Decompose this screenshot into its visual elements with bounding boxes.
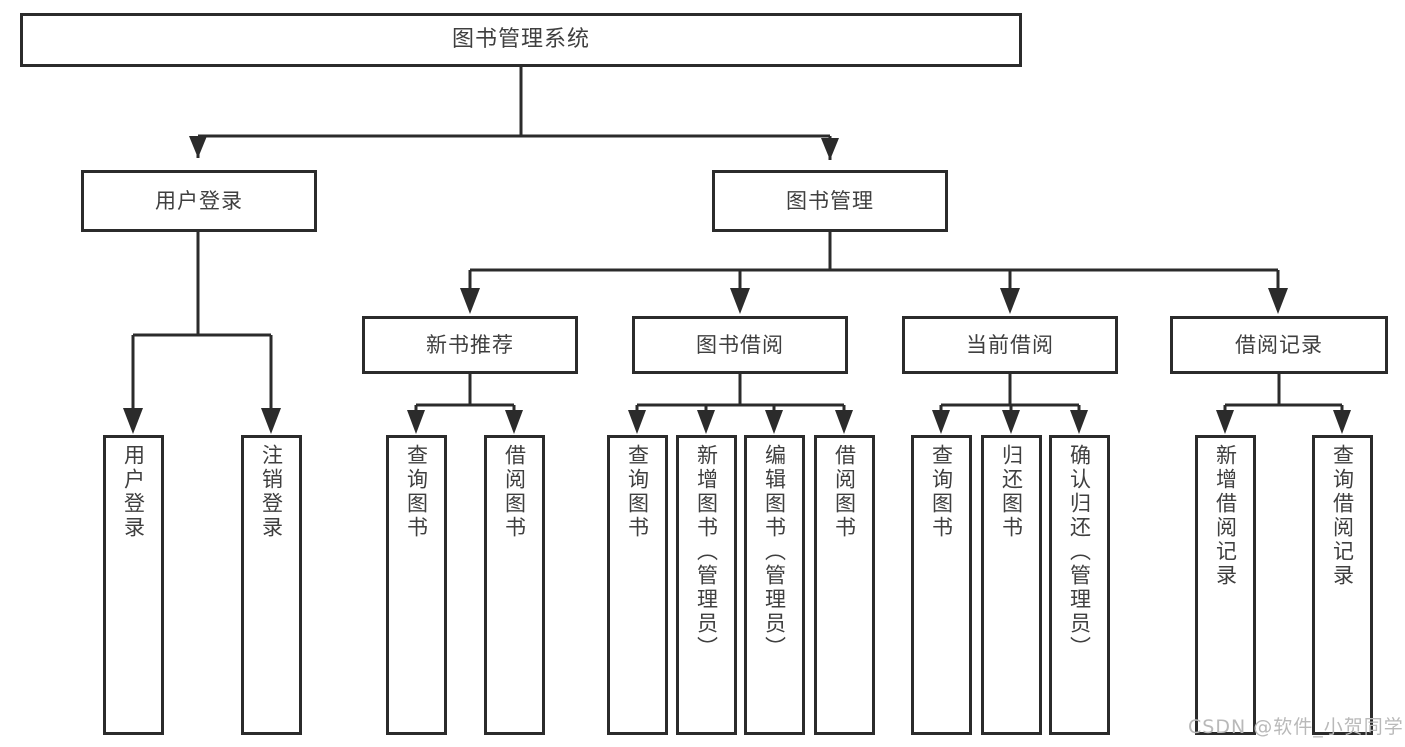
node-label: 借阅图书 — [502, 444, 527, 540]
node-label: 查询图书 — [929, 444, 954, 540]
node-borrow-record[interactable]: 借阅记录 — [1170, 316, 1388, 374]
node-current-borrow[interactable]: 当前借阅 — [902, 316, 1118, 374]
node-label: 查询借阅记录 — [1330, 444, 1355, 588]
leaf-borrow-query-book[interactable]: 查询图书 — [607, 435, 668, 735]
node-label: 编辑图书（管理员） — [762, 444, 787, 660]
node-label: 新增图书（管理员） — [694, 444, 719, 660]
node-label: 借阅记录 — [1235, 332, 1323, 357]
node-new-book-recommend[interactable]: 新书推荐 — [362, 316, 578, 374]
node-label: 用户登录 — [155, 188, 243, 213]
leaf-user-login-login[interactable]: 用户登录 — [103, 435, 164, 735]
node-root-system[interactable]: 图书管理系统 — [20, 13, 1022, 67]
leaf-borrow-edit-book-admin[interactable]: 编辑图书（管理员） — [744, 435, 805, 735]
node-label: 注销登录 — [259, 444, 284, 540]
node-label: 新书推荐 — [426, 332, 514, 357]
leaf-current-confirm-return-admin[interactable]: 确认归还（管理员） — [1049, 435, 1110, 735]
node-label: 借阅图书 — [832, 444, 857, 540]
leaf-current-return-book[interactable]: 归还图书 — [981, 435, 1042, 735]
csdn-watermark: CSDN @软件_小贺同学 — [1188, 716, 1404, 738]
node-label: 用户登录 — [121, 444, 146, 540]
leaf-recommend-query-book[interactable]: 查询图书 — [386, 435, 447, 735]
leaf-borrow-borrow-book[interactable]: 借阅图书 — [814, 435, 875, 735]
leaf-record-query-record[interactable]: 查询借阅记录 — [1312, 435, 1373, 735]
node-label: 确认归还（管理员） — [1067, 444, 1092, 660]
node-label: 查询图书 — [625, 444, 650, 540]
node-label: 图书管理系统 — [451, 27, 590, 53]
leaf-current-query-book[interactable]: 查询图书 — [911, 435, 972, 735]
node-label: 图书管理 — [786, 188, 874, 213]
node-book-borrow[interactable]: 图书借阅 — [632, 316, 848, 374]
node-label: 当前借阅 — [966, 332, 1054, 357]
node-label: 归还图书 — [999, 444, 1024, 540]
node-user-login[interactable]: 用户登录 — [81, 170, 317, 232]
leaf-user-login-logout[interactable]: 注销登录 — [241, 435, 302, 735]
leaf-record-add-record[interactable]: 新增借阅记录 — [1195, 435, 1256, 735]
node-label: 新增借阅记录 — [1213, 444, 1238, 588]
node-label: 查询图书 — [404, 444, 429, 540]
leaf-recommend-borrow-book[interactable]: 借阅图书 — [484, 435, 545, 735]
leaf-borrow-add-book-admin[interactable]: 新增图书（管理员） — [676, 435, 737, 735]
node-book-management[interactable]: 图书管理 — [712, 170, 948, 232]
node-label: 图书借阅 — [696, 332, 784, 357]
